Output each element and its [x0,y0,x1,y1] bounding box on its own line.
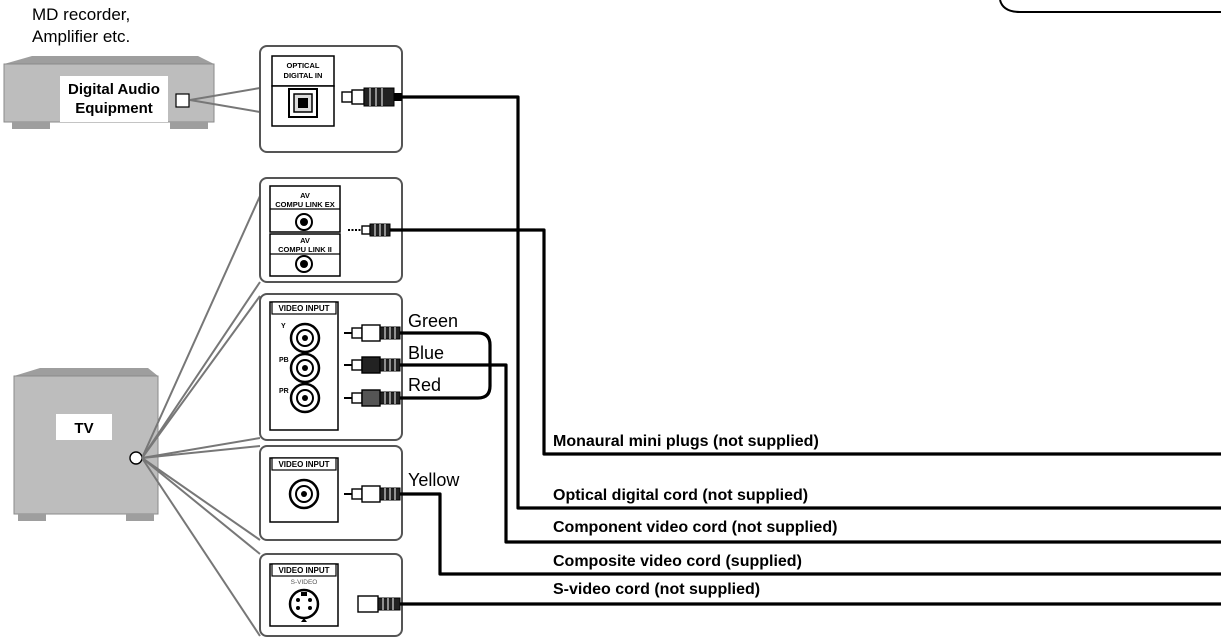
digital-equipment-label-2: Equipment [75,100,153,117]
component-pb-label: PB [279,357,289,364]
green-rca-plug-icon [344,324,401,342]
digital-callout-line [189,99,261,113]
optical-label-1: OPTICAL [287,61,320,70]
svideo-cord-label: S-video cord (not supplied) [553,581,760,598]
svideo-jack-icon [288,588,320,622]
red-rca-plug-icon [344,389,401,407]
component-pr-label: PR [279,388,289,395]
compulink-ex-label-2: COMPU LINK EX [275,200,335,209]
compulink-ex-label-1: AV [300,191,310,200]
svideo-header: VIDEO INPUT [278,566,329,575]
frame-corner [999,0,1221,13]
composite-cord-label: Composite video cord (supplied) [553,553,802,570]
optical-cord-label: Optical digital cord (not supplied) [553,487,808,504]
blue-rca-plug-icon [344,356,401,374]
component-y-label: Y [281,323,286,330]
tv-callout-lines [141,195,261,637]
component-header: VIDEO INPUT [278,304,329,313]
digital-equipment-caption-2: Amplifier etc. [32,27,130,46]
composite-jack-icon [288,478,320,510]
digital-equipment-caption-1: MD recorder, [32,5,130,24]
component-pb-jack-icon [289,352,321,384]
svideo-plug-icon [357,595,401,613]
composite-header: VIDEO INPUT [278,460,329,469]
tv-port-icon [129,451,143,465]
mini-plug-cord-label: Monaural mini plugs (not supplied) [553,433,819,450]
optical-plug-icon [341,87,402,107]
optical-jack-icon [288,88,318,118]
component-cord [400,363,1221,544]
compulink-ex-jack-icon [295,213,313,231]
optical-cord [402,95,1221,510]
mini-plug-cord [390,228,1221,456]
digital-equipment-label-1: Digital Audio [68,81,160,98]
svideo-sub-label: S-VIDEO [291,579,318,586]
digital-equipment-port-icon [175,93,190,108]
red-plug-label: Red [408,375,441,395]
tv-label: TV [74,420,93,437]
component-pr-jack-icon [289,382,321,414]
mini-plug-icon [348,223,391,237]
yellow-rca-plug-icon [344,485,401,503]
digital-callout-line [189,87,261,101]
digital-audio-equipment: Digital Audio Equipment [3,56,215,129]
compulink-ii-label-1: AV [300,236,310,245]
composite-cord [400,492,1221,576]
compulink-ii-jack-icon [295,255,313,273]
yellow-plug-label: Yellow [408,470,460,490]
blue-plug-label: Blue [408,343,444,363]
component-cord-label: Component video cord (not supplied) [553,519,837,536]
tv-unit: TV [13,368,159,521]
optical-label-2: DIGITAL IN [284,71,323,80]
component-y-jack-icon [289,322,321,354]
compulink-ii-label-2: COMPU LINK II [278,245,332,254]
green-plug-label: Green [408,311,458,331]
